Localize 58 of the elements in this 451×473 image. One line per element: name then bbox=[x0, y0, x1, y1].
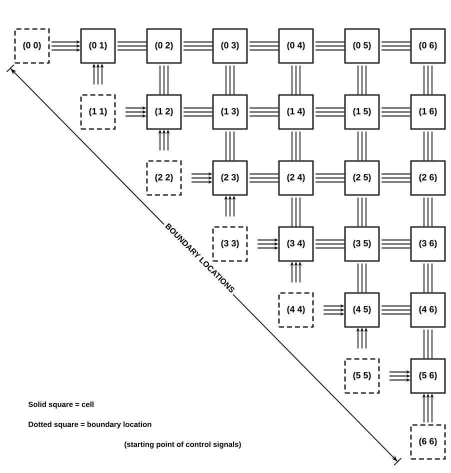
cell-box: (0 1) bbox=[80, 28, 116, 64]
cell-box: (5 6) bbox=[410, 358, 446, 394]
cell-box: (0 4) bbox=[278, 28, 314, 64]
cell-box: (0 5) bbox=[344, 28, 380, 64]
cell-box: (2 5) bbox=[344, 160, 380, 196]
signal-lines bbox=[249, 108, 279, 116]
boundary-box: (5 5) bbox=[344, 358, 380, 394]
cell-box: (2 3) bbox=[212, 160, 248, 196]
signal-lines bbox=[315, 240, 345, 248]
boundary-box: (3 3) bbox=[212, 226, 248, 262]
signal-lines bbox=[358, 263, 366, 293]
signal-lines bbox=[292, 131, 300, 161]
signal-lines bbox=[424, 65, 432, 95]
signal-lines bbox=[424, 329, 432, 359]
signal-lines bbox=[381, 306, 411, 314]
signal-lines bbox=[226, 131, 234, 161]
cell-box: (1 6) bbox=[410, 94, 446, 130]
cell-box: (1 5) bbox=[344, 94, 380, 130]
signal-lines bbox=[183, 108, 213, 116]
boundary-box: (0 0) bbox=[14, 28, 50, 64]
signal-lines bbox=[117, 42, 147, 50]
signal-lines bbox=[315, 108, 345, 116]
signal-lines bbox=[358, 197, 366, 227]
signal-lines bbox=[315, 42, 345, 50]
cell-box: (3 4) bbox=[278, 226, 314, 262]
signal-lines bbox=[292, 197, 300, 227]
cell-box: (1 2) bbox=[146, 94, 182, 130]
signal-lines bbox=[424, 263, 432, 293]
signal-lines bbox=[160, 65, 168, 95]
cell-box: (3 5) bbox=[344, 226, 380, 262]
boundary-box: (4 4) bbox=[278, 292, 314, 328]
boundary-box: (6 6) bbox=[410, 424, 446, 460]
signal-lines bbox=[381, 240, 411, 248]
signal-lines bbox=[249, 42, 279, 50]
signal-lines bbox=[381, 108, 411, 116]
boundary-box: (1 1) bbox=[80, 94, 116, 130]
signal-lines bbox=[315, 174, 345, 182]
signal-lines bbox=[183, 42, 213, 50]
boundary-box: (2 2) bbox=[146, 160, 182, 196]
cell-box: (4 6) bbox=[410, 292, 446, 328]
cell-box: (0 2) bbox=[146, 28, 182, 64]
signal-lines bbox=[249, 174, 279, 182]
signal-lines bbox=[381, 174, 411, 182]
cell-box: (3 6) bbox=[410, 226, 446, 262]
cell-box: (2 4) bbox=[278, 160, 314, 196]
signal-lines bbox=[292, 65, 300, 95]
signal-lines bbox=[424, 131, 432, 161]
cell-box: (1 4) bbox=[278, 94, 314, 130]
signal-lines bbox=[358, 65, 366, 95]
signal-lines bbox=[226, 65, 234, 95]
cell-box: (1 3) bbox=[212, 94, 248, 130]
cell-box: (0 6) bbox=[410, 28, 446, 64]
cell-box: (0 3) bbox=[212, 28, 248, 64]
cell-box: (2 6) bbox=[410, 160, 446, 196]
signal-lines bbox=[381, 42, 411, 50]
cell-box: (4 5) bbox=[344, 292, 380, 328]
signal-lines bbox=[358, 131, 366, 161]
signal-lines bbox=[424, 197, 432, 227]
